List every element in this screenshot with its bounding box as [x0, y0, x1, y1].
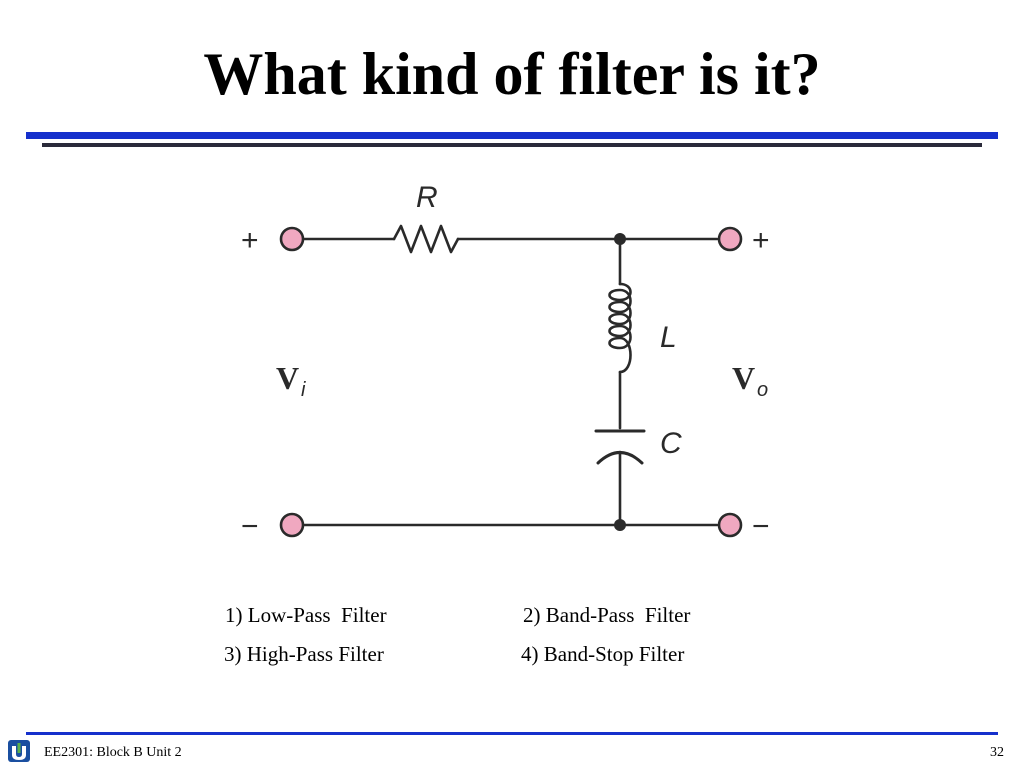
footer-rule [26, 732, 998, 735]
output-voltage-subscript: o [757, 379, 768, 401]
top-junction-dot [614, 233, 626, 245]
inductor-label: L [660, 321, 677, 354]
bottom-junction-dot [614, 519, 626, 531]
university-logo-icon [8, 740, 30, 762]
footer-course-label: EE2301: Block B Unit 2 [44, 745, 182, 760]
input-minus-sign: − [241, 510, 259, 543]
output-plus-sign: + [752, 224, 770, 257]
option-low-pass: 1) Low-Pass Filter [225, 603, 387, 627]
input-voltage-label: V [276, 360, 299, 396]
title-underline-blue [26, 132, 998, 139]
input-voltage-subscript: i [301, 379, 306, 401]
option-band-pass: 2) Band-Pass Filter [523, 603, 691, 627]
output-negative-terminal [717, 512, 743, 538]
output-positive-terminal [717, 226, 743, 252]
input-negative-terminal [279, 512, 305, 538]
output-minus-sign: − [752, 510, 770, 543]
option-high-pass: 3) High-Pass Filter [224, 642, 384, 666]
input-positive-terminal [279, 226, 305, 252]
page-number: 32 [990, 745, 1004, 760]
slide-title: What kind of filter is it? [203, 41, 821, 107]
output-voltage-label: V [732, 360, 755, 396]
capacitor-label: C [660, 427, 682, 460]
inductor-symbol [608, 282, 632, 374]
option-band-stop: 4) Band-Stop Filter [521, 642, 685, 666]
resistor-label: R [416, 181, 438, 214]
title-underline-dark [42, 143, 982, 147]
resistor-symbol [392, 224, 460, 254]
input-plus-sign: + [241, 224, 259, 257]
